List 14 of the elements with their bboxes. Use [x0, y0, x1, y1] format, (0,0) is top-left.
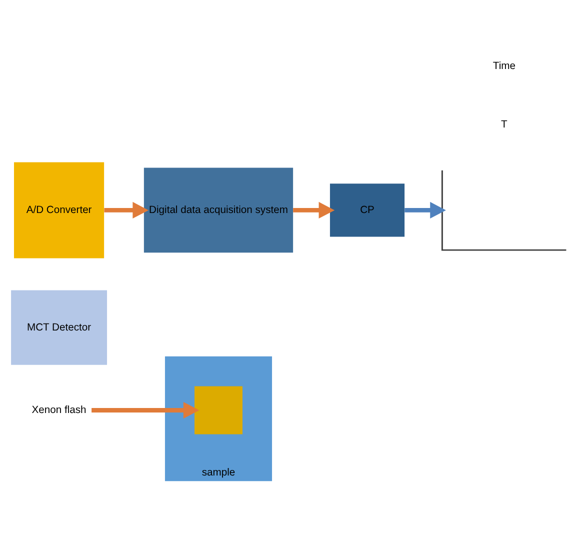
node-box: CP: [330, 184, 405, 237]
arrow: [104, 202, 149, 219]
cluster: sample: [164, 356, 272, 482]
node-text: Xenon flash: [32, 405, 86, 416]
node-box: MCT Detector: [11, 290, 108, 365]
label: Time: [492, 60, 516, 72]
arrow: [92, 402, 200, 419]
arrow: [404, 202, 446, 219]
arrow: [293, 202, 335, 219]
node-box: A/D Converter: [14, 162, 104, 258]
node-picture: [441, 170, 566, 251]
node-box: Digital data acquisition system: [144, 168, 294, 253]
label: T: [501, 119, 508, 130]
node-box: [194, 386, 242, 434]
